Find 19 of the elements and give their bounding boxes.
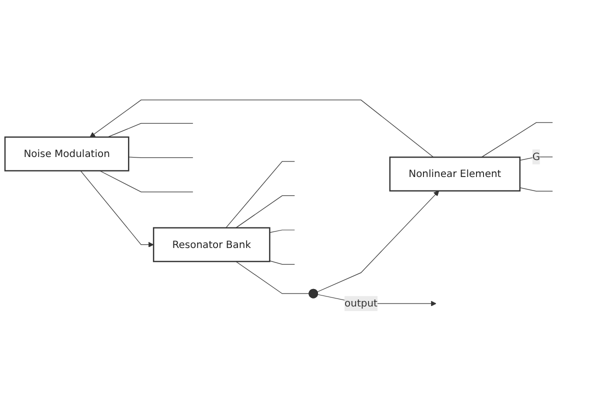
connector-line <box>481 122 553 158</box>
connector-line <box>99 170 194 192</box>
junction-dot <box>308 288 318 298</box>
arrow <box>90 100 434 158</box>
edge-label: G <box>532 149 540 164</box>
process-box: Nonlinear Element <box>389 156 521 192</box>
edge-label: output <box>344 296 378 312</box>
arrow <box>80 170 154 248</box>
connector-line <box>520 187 553 192</box>
connector-line <box>236 195 295 228</box>
process-box: Resonator Bank <box>152 227 270 262</box>
connector-line <box>128 156 194 158</box>
connector-line <box>226 161 295 228</box>
connector-line <box>269 230 295 233</box>
arrow <box>317 190 440 292</box>
connector-line <box>107 123 194 138</box>
connector-line <box>236 261 310 294</box>
process-box: Noise Modulation <box>4 136 130 172</box>
connector-line <box>269 260 295 265</box>
